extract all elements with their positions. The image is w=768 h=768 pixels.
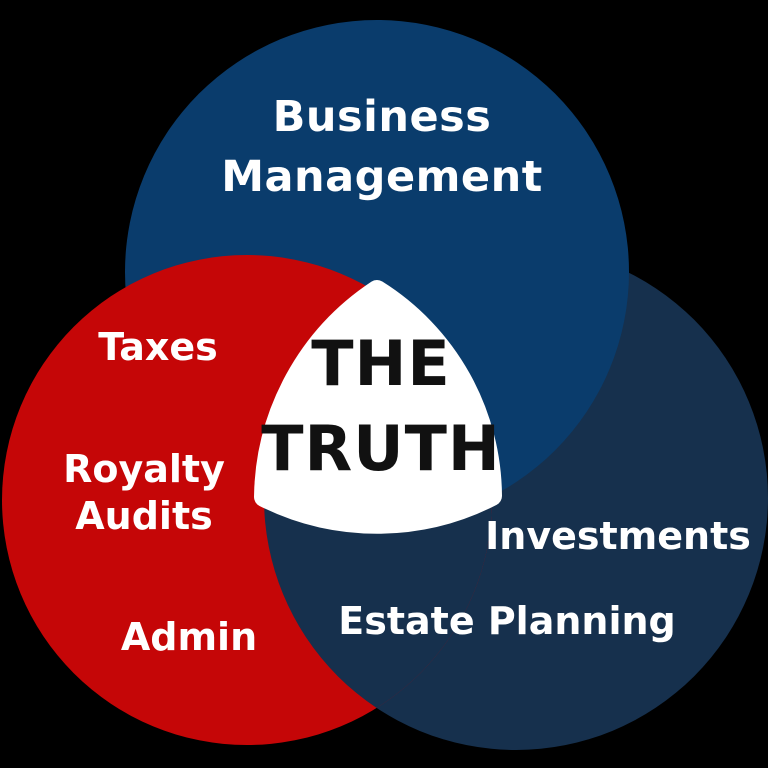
business-management-label: Business Management — [221, 92, 543, 202]
truth-label: THE TRUTH — [261, 327, 501, 485]
taxes-label: Taxes — [98, 325, 218, 369]
center-truth-shape — [254, 280, 502, 534]
royalty-audits-label: Royalty Audits — [63, 447, 225, 538]
investments-label: Investments — [485, 514, 751, 558]
estate-planning-label: Estate Planning — [338, 599, 676, 643]
admin-label: Admin — [120, 615, 258, 659]
